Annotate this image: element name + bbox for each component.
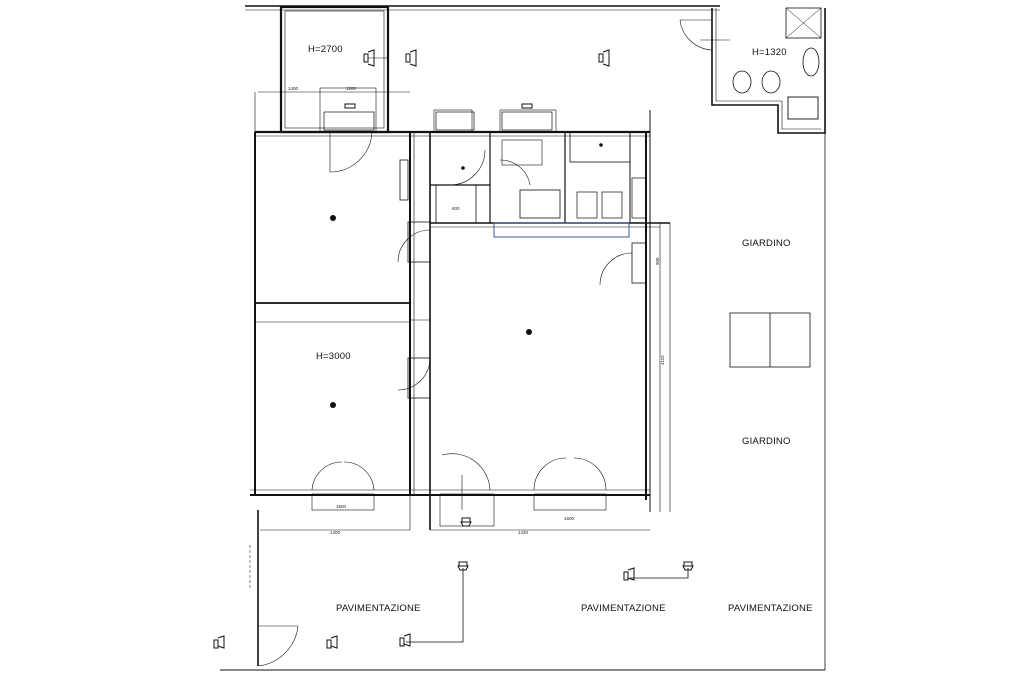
storage-height-label: H=2700 <box>308 44 343 55</box>
dimension-text: 600 <box>452 206 460 211</box>
wall-lamp-icon <box>363 49 375 67</box>
room-height-label: H=3000 <box>316 351 351 362</box>
dimension-text: 1600 <box>336 504 347 509</box>
ceiling-light <box>330 215 336 221</box>
dimension-text: 1200 <box>346 86 357 91</box>
wall-lamp-icon <box>598 49 610 67</box>
wall-lamp-icon <box>460 517 472 527</box>
wall-lamp-icon <box>457 561 469 571</box>
wall-lamp-icon <box>326 635 338 649</box>
dimension-text: 1420 <box>518 530 529 535</box>
paving-label-center: PAVIMENTAZIONE <box>581 603 666 614</box>
dimension-text: 900 <box>655 257 660 265</box>
storage-room <box>279 5 390 134</box>
bath-height-label: H=1320 <box>752 47 787 58</box>
wall-lamp-icon <box>405 49 417 67</box>
wall-lamp-icon <box>399 633 411 647</box>
dimension-text: 1600 <box>564 516 575 521</box>
garden-label-lower: GIARDINO <box>742 436 791 447</box>
ceiling-light <box>526 329 532 335</box>
dimension-text: 1400 <box>330 530 341 535</box>
bathroom-h1320 <box>711 8 826 134</box>
paving-label-left: PAVIMENTAZIONE <box>336 603 421 614</box>
wall-lamp-icon <box>521 103 533 109</box>
dimension-text: 1400 <box>288 86 299 91</box>
wall-lamp-icon <box>623 567 635 581</box>
ceiling-light <box>330 402 336 408</box>
door-arc-1 <box>329 131 373 173</box>
garden-label-upper: GIARDINO <box>742 238 791 249</box>
paving-label-right: PAVIMENTAZIONE <box>728 603 813 614</box>
wall-lamp-icon <box>213 635 225 649</box>
wall-lamp-icon <box>682 561 694 571</box>
dimension-text: 4110 <box>660 355 665 365</box>
wall-lamp-icon <box>344 103 356 109</box>
